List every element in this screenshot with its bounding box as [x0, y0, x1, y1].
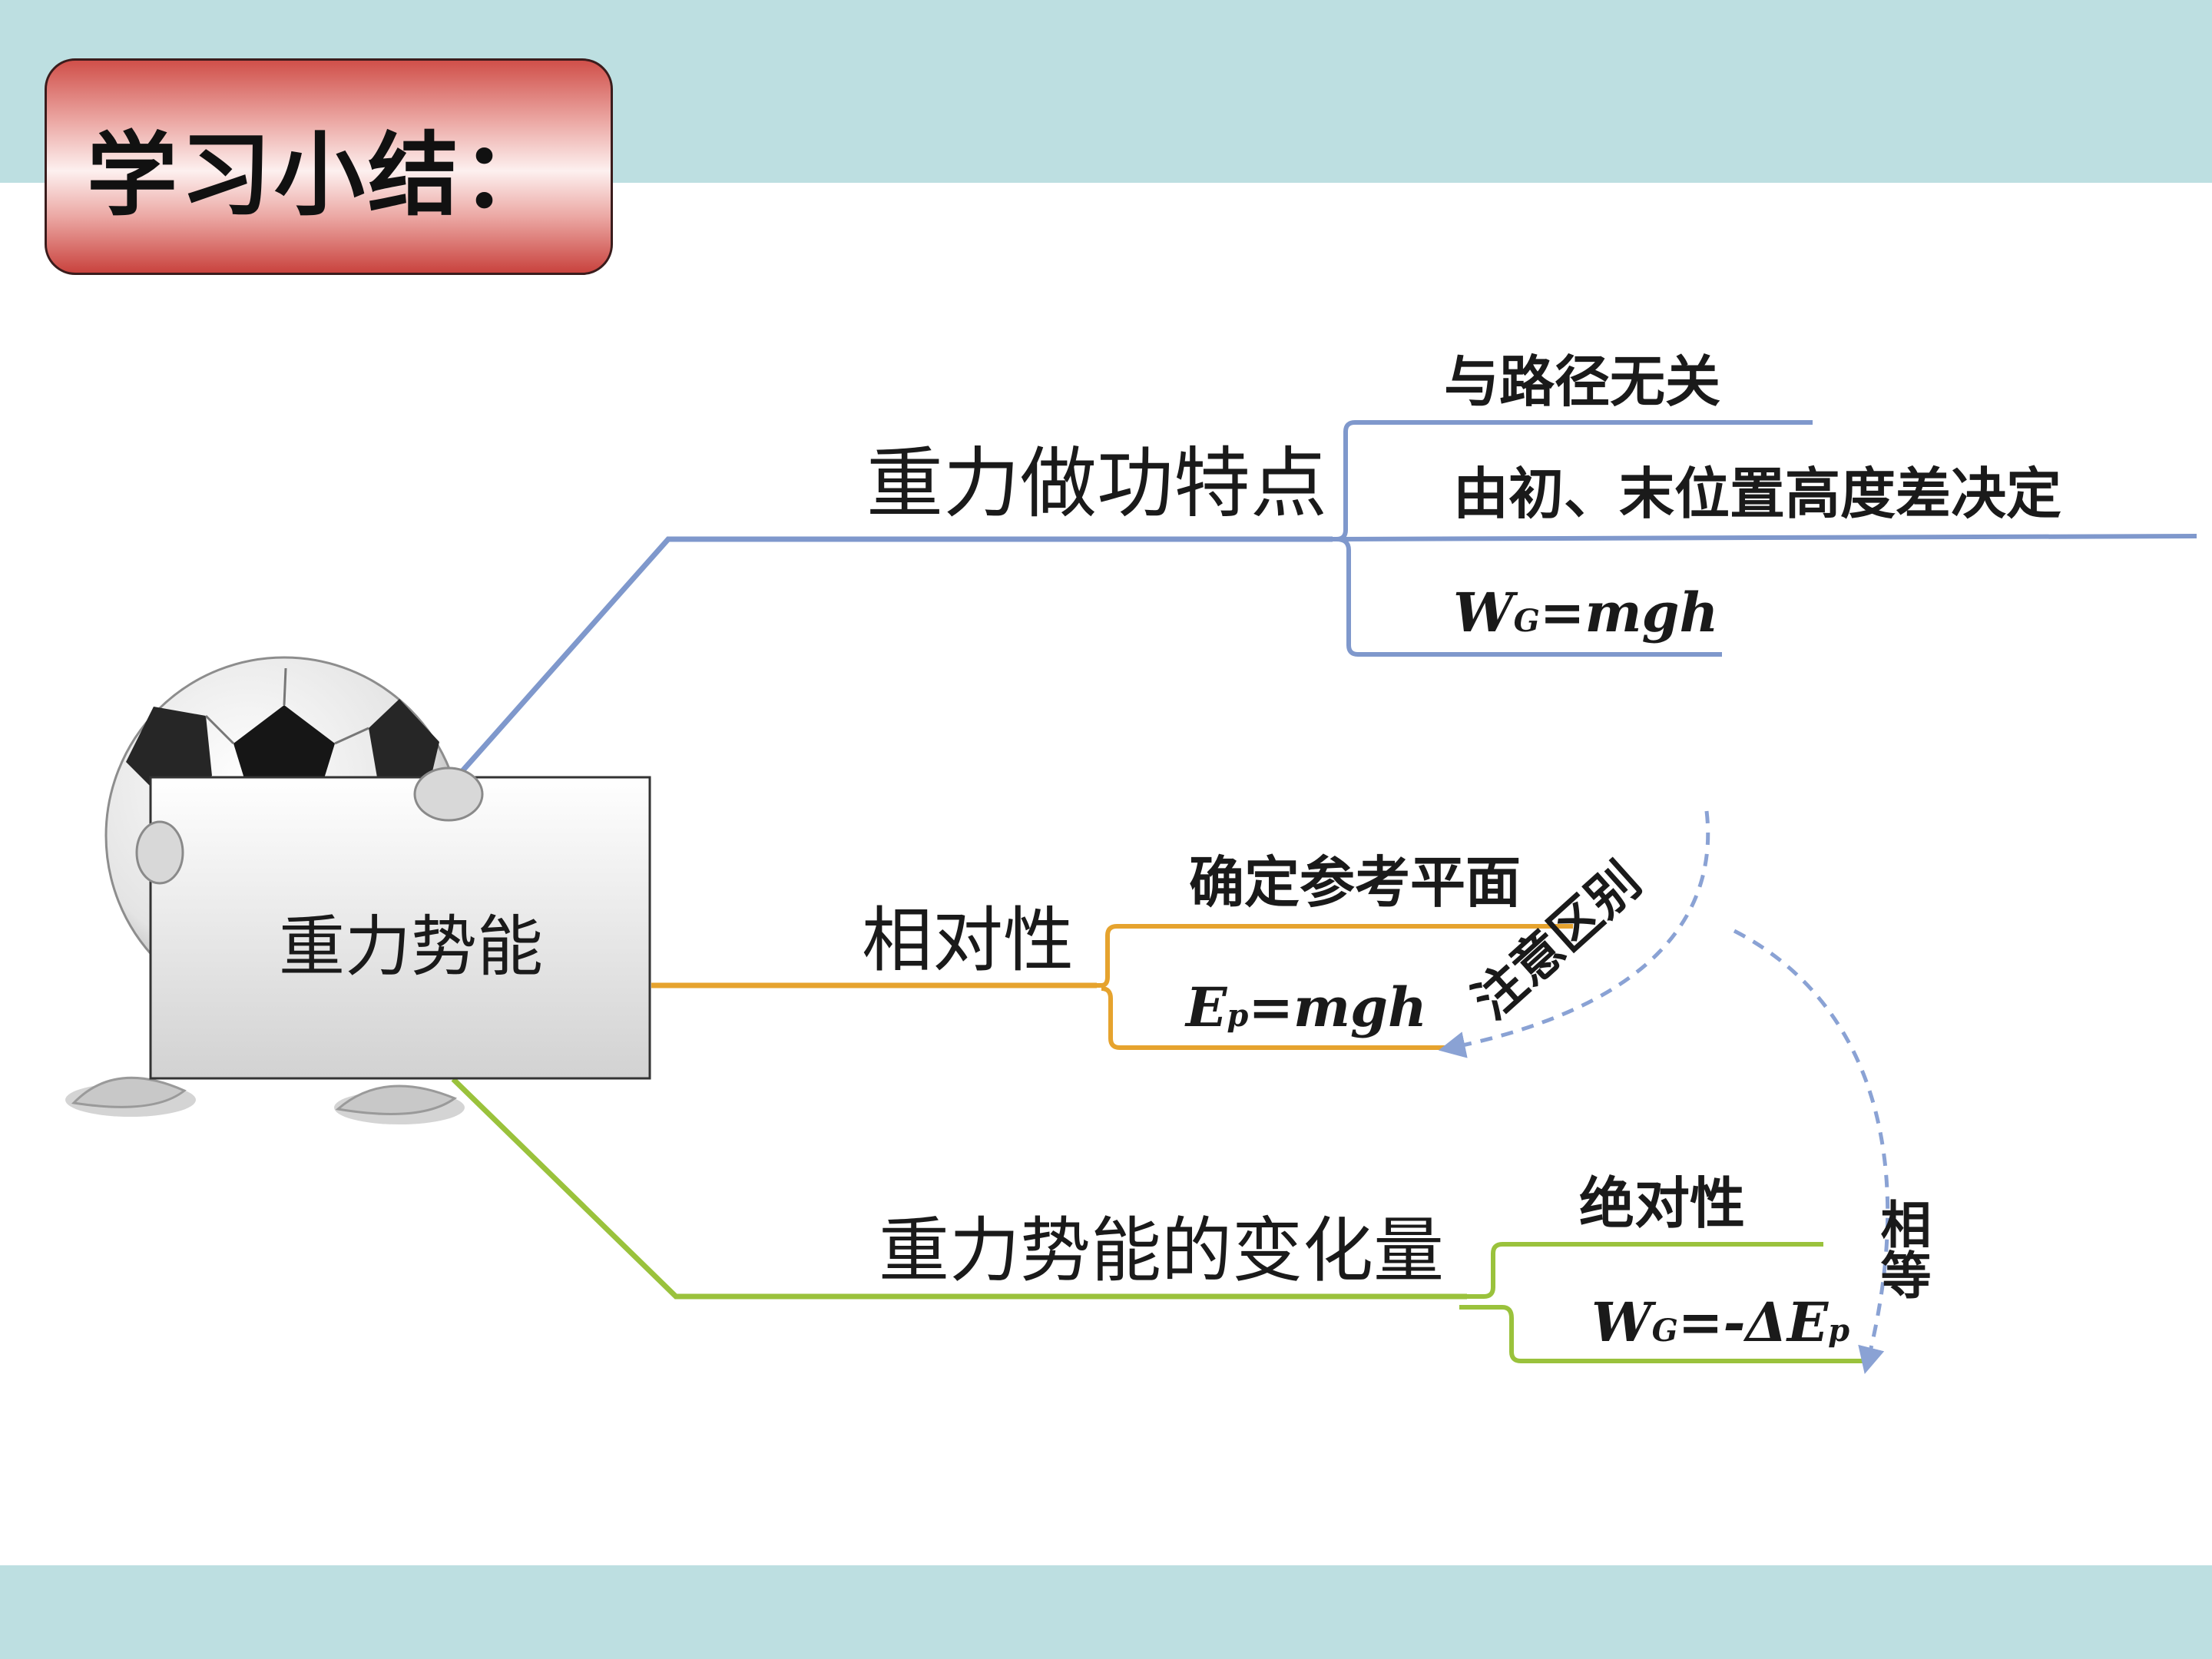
slide-title: 学习小结： — [87, 121, 556, 228]
blue-bracket — [1333, 420, 2197, 657]
child-path-independent: 与路径无关 — [1444, 349, 1720, 414]
center-node-label: 重力势能 — [279, 909, 543, 985]
annotation-equal: 相等 — [1873, 1198, 1932, 1300]
branch-label-change: 重力势能的变化量 — [879, 1210, 1444, 1292]
formula-wg-mgh: WG=mgh — [1453, 581, 1718, 644]
formula-wg-delta-ep: WG=-ΔEp — [1591, 1290, 1849, 1354]
bottom-band — [0, 1565, 2212, 1659]
child-absoluteness: 绝对性 — [1579, 1171, 1745, 1236]
branch-label-relativity: 相对性 — [862, 899, 1074, 982]
branch-line-green — [451, 1077, 1467, 1300]
equal-arrow — [1733, 929, 1890, 1374]
center-sign — [149, 776, 651, 1080]
formula-ep-mgh: Ep=mgh — [1184, 975, 1427, 1039]
child-reference-plane: 确定参考平面 — [1189, 850, 1521, 915]
orange-bracket — [1097, 924, 1573, 1050]
child-height-difference: 由初、末位置高度差决定 — [1453, 462, 2061, 526]
difference-arrow — [1438, 810, 1710, 1058]
soccer-ball-mascot-icon — [65, 656, 651, 1124]
branch-line-blue — [459, 536, 1333, 775]
title-box: 学习小结： — [45, 58, 613, 275]
branch-label-work: 重力做功特点 — [866, 439, 1327, 528]
green-bracket — [1459, 1242, 1868, 1363]
